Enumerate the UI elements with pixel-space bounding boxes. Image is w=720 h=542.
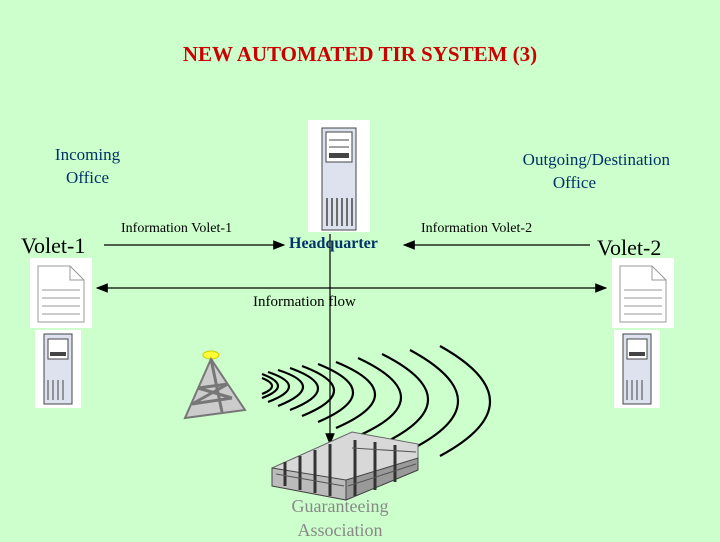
incoming-office-line2: Office <box>65 168 110 187</box>
document-icon-left <box>30 258 92 328</box>
volet-2-server-icon <box>614 330 660 408</box>
headquarter-server-icon <box>308 120 370 232</box>
volet-2-label: Volet-2 <box>597 235 662 260</box>
headquarter-label: Headquarter <box>289 235 378 252</box>
incoming-office-line1: Incoming <box>54 145 121 164</box>
radio-tower-icon <box>183 350 247 420</box>
guaranteeing-line2: Association <box>297 520 383 540</box>
slide-title: NEW AUTOMATED TIR SYSTEM (3) <box>182 42 538 66</box>
volet-1-server-icon <box>35 330 81 408</box>
volet-1-label: Volet-1 <box>21 233 86 258</box>
info-volet-1-label: Information Volet-1 <box>121 221 233 236</box>
outgoing-office-line2: Office <box>552 173 596 192</box>
document-icon-right <box>612 258 674 328</box>
outgoing-office-line1: Outgoing/Destination <box>522 150 670 169</box>
radio-waves-icon <box>261 345 492 457</box>
guaranteeing-association-label: Guaranteeing Association <box>270 494 410 542</box>
office-building-icon <box>271 431 419 501</box>
info-volet-2-label: Information Volet-2 <box>421 221 533 236</box>
incoming-office-label: Incoming Office <box>30 143 145 189</box>
guaranteeing-line1: Guaranteeing <box>291 496 389 516</box>
outgoing-office-label: Outgoing/Destination Office <box>470 148 670 194</box>
